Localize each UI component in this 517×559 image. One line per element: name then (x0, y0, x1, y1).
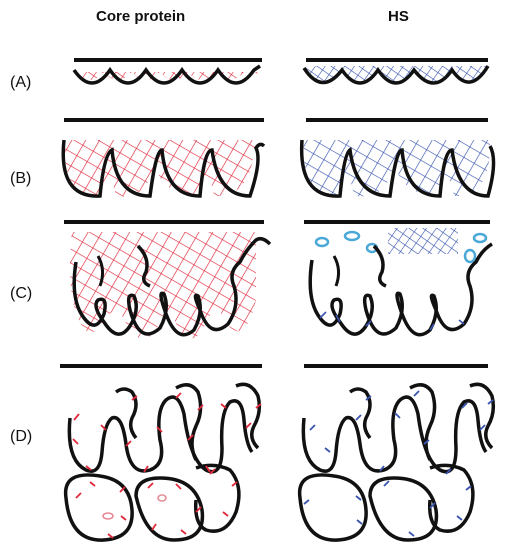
row-c-hs (304, 222, 492, 335)
row-b-core-protein (63, 120, 264, 196)
row-a-hs (304, 60, 488, 83)
row-a-core-protein (74, 60, 262, 83)
row-b-hs (302, 120, 494, 196)
row-c-core-protein (64, 222, 270, 339)
row-d-hs (300, 366, 494, 540)
row-d-core-protein (60, 366, 262, 540)
